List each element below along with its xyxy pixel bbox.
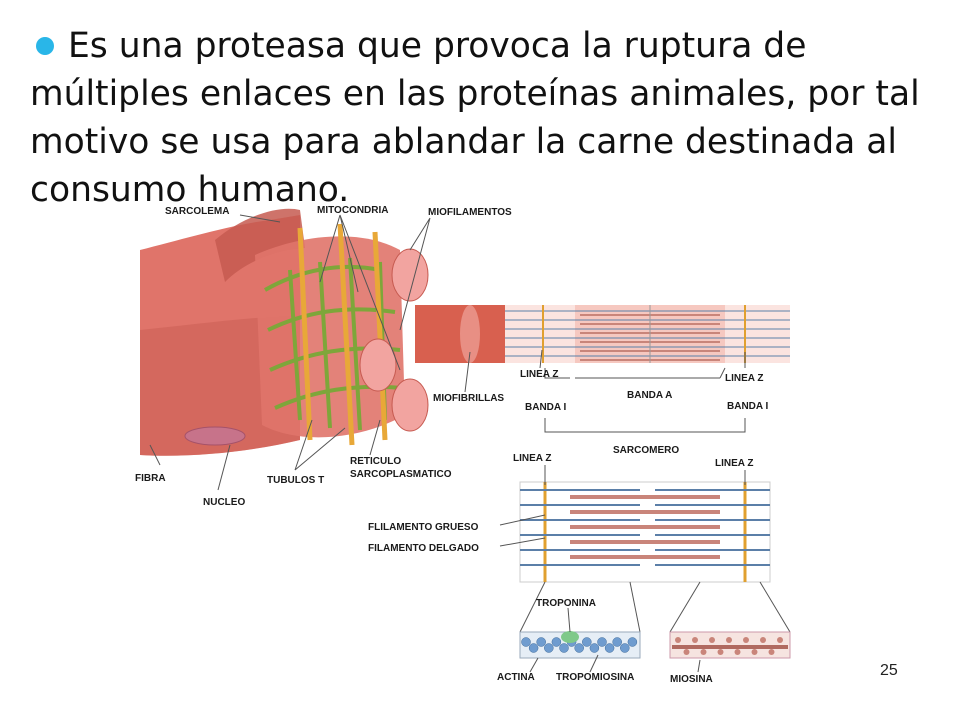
actin-beads <box>521 637 638 653</box>
thick-filaments <box>570 495 720 559</box>
band-brackets <box>544 367 746 433</box>
actin-bead <box>582 637 592 647</box>
actin-bead <box>597 637 607 647</box>
actin-bead <box>528 643 539 653</box>
myosin-heads <box>672 637 788 655</box>
page-number: 25 <box>880 662 898 679</box>
myosin-head <box>734 649 741 655</box>
zoom-lines <box>519 581 791 633</box>
label-linea-z-left: LINEA Z <box>520 369 559 380</box>
actin-bead <box>551 637 562 647</box>
label-nucleo: NUCLEO <box>203 497 245 508</box>
myosin-head <box>692 637 698 643</box>
myosin-head <box>700 649 707 655</box>
label-sarcoplasmatico: SARCOPLASMATICO <box>350 469 452 480</box>
label-miosina: MIOSINA <box>670 674 713 685</box>
myofibril-end <box>359 338 397 392</box>
myosin-head <box>675 637 681 643</box>
label-fibra: FIBRA <box>135 473 166 484</box>
myosin-head <box>683 649 690 655</box>
troponin-complex <box>561 631 579 643</box>
actin-bead <box>627 637 638 647</box>
label-tropomiosina: TROPOMIOSINA <box>556 672 634 683</box>
label-linea-z-right: LINEA Z <box>725 373 764 384</box>
actin-bead <box>620 643 630 653</box>
sarcolemma-flap <box>215 208 305 282</box>
myosin-head <box>726 637 732 643</box>
actin-bead <box>604 643 615 653</box>
label-troponina: TROPONINA <box>536 598 596 609</box>
myofibril-end <box>391 248 429 302</box>
myosin-head <box>751 649 758 655</box>
myosin-head <box>717 649 724 655</box>
myosin-head <box>777 637 783 643</box>
myosin-head <box>709 637 715 643</box>
actin-bead <box>559 643 569 653</box>
myofibrils <box>359 248 510 432</box>
muscle-fiber-illustration <box>140 208 510 456</box>
myofibril-strand-end <box>460 305 480 363</box>
label-reticulo: RETICULO <box>350 456 401 467</box>
actin-bead <box>544 643 554 653</box>
label-tubulos-t: TUBULOS T <box>267 475 324 486</box>
label-linea-z-lower-left: LINEA Z <box>513 453 552 464</box>
nucleus <box>184 426 246 446</box>
actin-bead <box>521 637 531 647</box>
myosin-head <box>743 637 749 643</box>
slide-paragraph: Es una proteasa que provoca la ruptura d… <box>30 22 940 214</box>
myosin-head <box>768 649 775 655</box>
label-banda-i-left: BANDA I <box>525 402 567 413</box>
label-filamento-delgado: FILAMENTO DELGADO <box>368 543 479 554</box>
sarcomere-strip <box>505 305 790 363</box>
label-actina: ACTINA <box>497 672 535 683</box>
actin-bead <box>536 637 546 647</box>
bullet-icon <box>36 37 54 55</box>
thin-filaments <box>520 489 770 566</box>
sarcomere-detail <box>519 481 771 583</box>
label-banda-a: BANDA A <box>627 390 672 401</box>
label-sarcolema: SARCOLEMA <box>165 206 229 217</box>
label-filamento-grueso: FLILAMENTO GRUESO <box>368 522 479 533</box>
actin-bead <box>574 643 584 653</box>
label-linea-z-lower-right: LINEA Z <box>715 458 754 469</box>
myosin-head <box>760 637 766 643</box>
diagram-labels: SARCOLEMA MITOCONDRIA MIOFILAMENTOS MIOF… <box>135 205 769 685</box>
myofibril-end <box>391 378 429 432</box>
label-miofilamentos: MIOFILAMENTOS <box>428 207 512 218</box>
leader-lines <box>149 214 746 673</box>
t-tubules <box>297 223 388 446</box>
label-banda-i-right: BANDA I <box>727 401 769 412</box>
label-miofibrillas: MIOFIBRILLAS <box>433 393 504 404</box>
actin-bead <box>612 637 622 647</box>
actin-bead <box>589 643 600 653</box>
actin-detail <box>519 631 641 659</box>
myosin-detail <box>669 631 791 659</box>
slide-paragraph-text: Es una proteasa que provoca la ruptura d… <box>30 26 920 210</box>
label-sarcomero: SARCOMERO <box>613 445 679 456</box>
label-mitocondria: MITOCONDRIA <box>317 205 388 216</box>
